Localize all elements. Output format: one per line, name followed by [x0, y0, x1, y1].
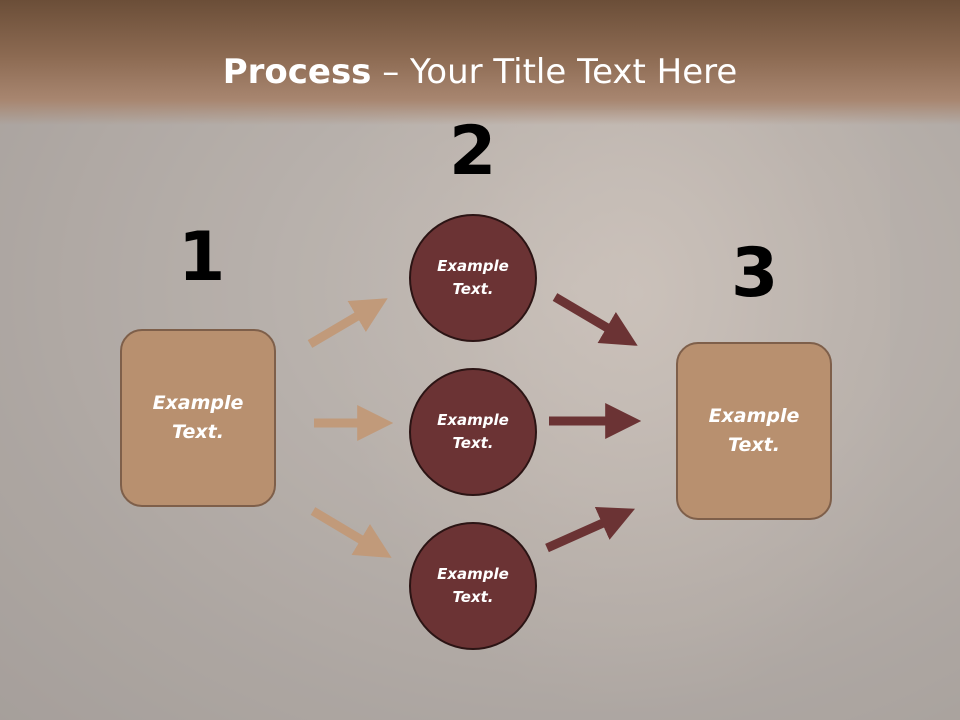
- bottom-circle: Example Text.: [409, 522, 537, 650]
- arrow-box-to-top-circle: [307, 298, 388, 348]
- step-number-3: 3: [731, 234, 779, 313]
- slide-title: Process – Your Title Text Here: [0, 52, 960, 92]
- title-rest: – Your Title Text Here: [371, 52, 738, 92]
- bottom-circle-label: Example Text.: [437, 565, 509, 606]
- arrow-box-to-bottom-circle: [310, 507, 392, 558]
- middle-circle: Example Text.: [409, 368, 537, 496]
- left-box: Example Text.: [120, 329, 276, 507]
- top-circle-label: Example Text.: [437, 257, 509, 298]
- arrow-bottom-circle-to-right-box: [545, 506, 636, 553]
- top-circle: Example Text.: [409, 214, 537, 342]
- step-number-2: 2: [449, 112, 497, 191]
- right-box: Example Text.: [676, 342, 832, 520]
- right-box-label: Example Text.: [708, 405, 800, 456]
- title-bold: Process: [222, 52, 372, 92]
- middle-circle-label: Example Text.: [437, 411, 509, 452]
- step-number-1: 1: [178, 218, 226, 297]
- left-box-label: Example Text.: [152, 392, 244, 443]
- arrow-top-circle-to-right-box: [552, 293, 638, 346]
- title-banner: [0, 0, 960, 125]
